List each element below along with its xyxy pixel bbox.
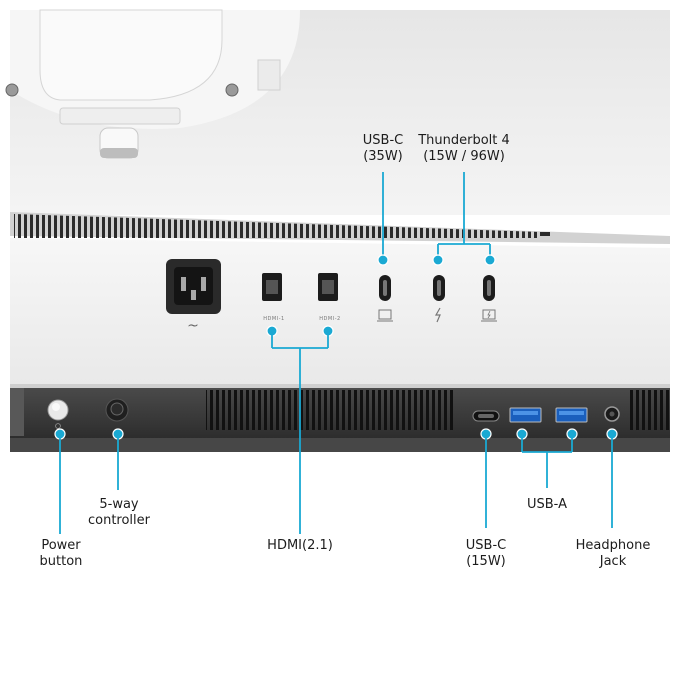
callout-thunderbolt: Thunderbolt 4 (15W / 96W)	[410, 133, 518, 165]
thunderbolt-dot-1	[432, 254, 444, 266]
bottom-control-strip	[10, 384, 670, 452]
thunderbolt-port-1	[433, 275, 445, 323]
usb-a-port-2	[555, 407, 588, 423]
stand-neck	[39, 9, 223, 101]
callout-usbc-35w: USB-C (35W)	[352, 133, 414, 165]
usb-a-port-1	[509, 407, 542, 423]
thunderbolt-laptop-icon	[481, 309, 497, 322]
hdmi-port-1: HDMI-1	[262, 273, 284, 322]
callout-headphone: Headphone Jack	[568, 538, 658, 570]
thunderbolt-port-2	[481, 275, 497, 322]
callout-usbc-35w-line1: USB-C	[362, 133, 404, 148]
five-way-controller	[105, 398, 129, 422]
hdmi-1-marking: HDMI-1	[263, 316, 284, 322]
lower-background	[10, 452, 670, 580]
callout-power-line1: Power	[41, 538, 81, 553]
power-icon	[55, 423, 61, 429]
callout-usba-line1: USB-A	[527, 497, 567, 512]
hdmi-port-2: HDMI-2	[318, 273, 340, 322]
callout-thunderbolt-line2: (15W / 96W)	[423, 149, 505, 164]
hdmi-2-marking: HDMI-2	[319, 316, 340, 322]
usb-c-15w-port	[472, 410, 500, 422]
thunderbolt-icon	[434, 307, 441, 323]
callout-usba: USB-A	[517, 497, 577, 513]
rear-shell-top	[5, 9, 670, 215]
screw-icon	[5, 83, 19, 97]
callout-five-way: 5-way controller	[80, 497, 158, 529]
stand-ledge	[59, 107, 181, 125]
rear-port-panel: ~ HDMI-1 HDMI-2	[10, 238, 670, 384]
callout-usbc-15w-line1: USB-C	[465, 538, 507, 553]
callout-power-line2: button	[39, 554, 83, 569]
callout-thunderbolt-line1: Thunderbolt 4	[418, 133, 510, 148]
callout-usbc-35w-line2: (35W)	[363, 149, 403, 164]
callout-lines	[54, 172, 618, 534]
usb-c-35w-port	[377, 275, 393, 322]
top-vent-strip	[10, 212, 670, 244]
screw-icon	[225, 83, 239, 97]
callout-usbc-15w: USB-C (15W)	[455, 538, 517, 570]
callout-power-button: Power button	[28, 538, 94, 570]
callout-headphone-line1: Headphone	[575, 538, 651, 553]
usbc-35w-dot	[377, 254, 389, 266]
ac-power-inlet: ~	[166, 259, 221, 334]
power-button	[47, 399, 69, 429]
callout-usbc-15w-line2: (15W)	[466, 554, 506, 569]
callout-five-way-line2: controller	[87, 513, 151, 528]
callout-five-way-line1: 5-way	[99, 497, 139, 512]
headphone-jack	[604, 406, 620, 422]
callout-headphone-line2: Jack	[599, 554, 627, 569]
laptop-usb-icon	[377, 309, 393, 322]
callout-hdmi: HDMI(2.1)	[260, 538, 340, 554]
ac-symbol: ~	[187, 318, 199, 334]
thunderbolt-dot-2	[484, 254, 496, 266]
callout-hdmi-line1: HDMI(2.1)	[267, 538, 333, 553]
